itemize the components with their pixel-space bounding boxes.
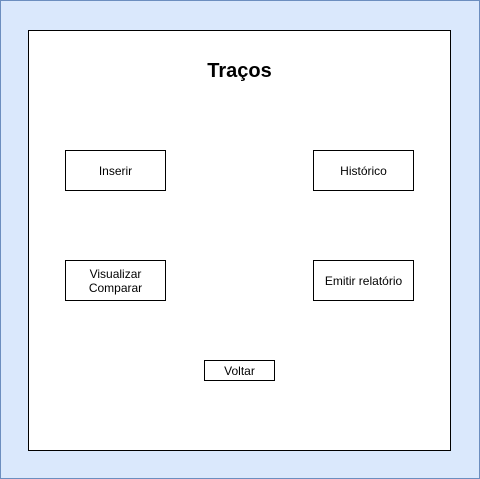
page-title: Traços: [207, 60, 272, 82]
inserir-button[interactable]: Inserir: [65, 150, 166, 191]
tracos-panel: Traços Inserir Histórico Visualizar Comp…: [28, 30, 451, 451]
emitir-relatorio-button[interactable]: Emitir relatório: [313, 260, 414, 301]
voltar-button-label: Voltar: [224, 363, 255, 378]
emitir-relatorio-button-label: Emitir relatório: [324, 273, 403, 288]
visualizar-comparar-button[interactable]: Visualizar Comparar: [65, 260, 166, 301]
visualizar-label: Visualizar: [89, 266, 142, 281]
comparar-label: Comparar: [88, 280, 143, 295]
historico-button-label: Histórico: [340, 163, 387, 178]
voltar-button[interactable]: Voltar: [204, 360, 275, 381]
historico-button[interactable]: Histórico: [313, 150, 414, 191]
inserir-button-label: Inserir: [98, 163, 133, 178]
